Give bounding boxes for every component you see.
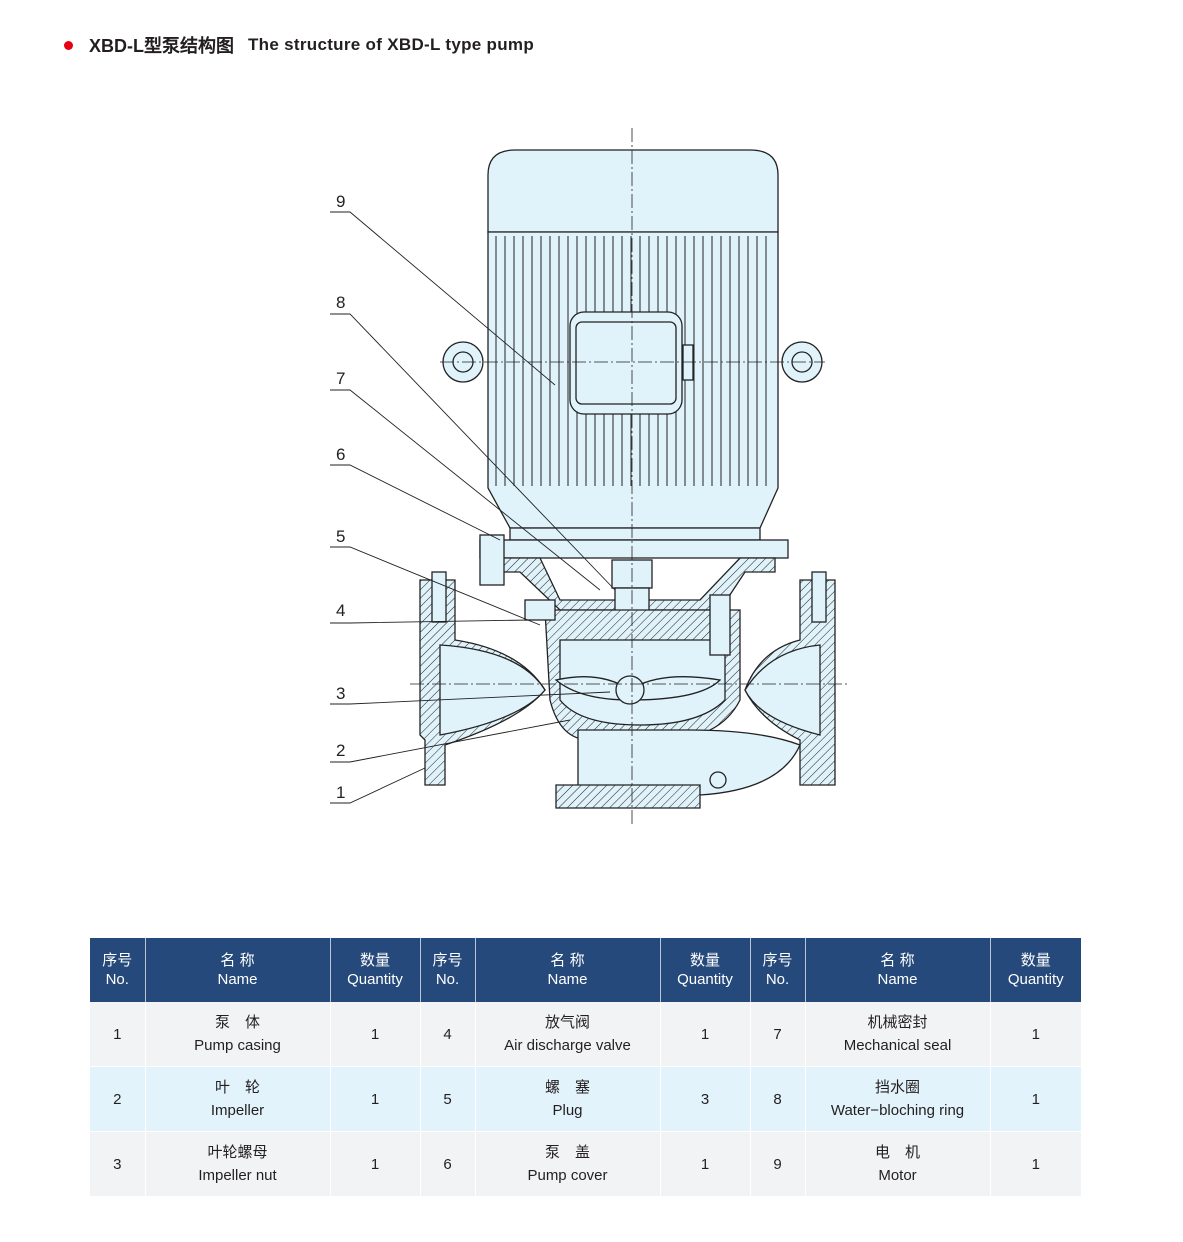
part-name-en: Pump cover <box>527 1167 608 1184</box>
part-name-cn: 叶 轮 <box>214 1079 260 1096</box>
part-no: 2 <box>90 1066 146 1132</box>
callout-lines <box>330 211 616 804</box>
part-quantity: 1 <box>330 1066 421 1132</box>
header-cell: 数量 Quantity <box>330 938 421 1002</box>
part-no: 9 <box>750 1131 806 1196</box>
header-en: Quantity <box>1007 971 1064 988</box>
header-cell: 序号 No. <box>90 938 146 1002</box>
part-name-en: Impeller nut <box>198 1167 277 1184</box>
header-cn: 序号 <box>102 952 133 969</box>
header-cn: 序号 <box>432 952 463 969</box>
part-name-cn: 挡水圈 <box>874 1079 920 1096</box>
part-no: 5 <box>420 1066 476 1132</box>
part-no: 3 <box>90 1131 146 1196</box>
part-quantity: 1 <box>330 1002 421 1067</box>
part-quantity: 1 <box>660 1131 751 1196</box>
part-quantity: 1 <box>330 1131 421 1196</box>
part-name: 挡水圈 Water−bloching ring <box>805 1066 991 1132</box>
header-cn: 数量 <box>689 952 720 969</box>
header-cn: 序号 <box>762 952 793 969</box>
header-cell: 序号 No. <box>750 938 806 1002</box>
part-quantity: 1 <box>990 1066 1081 1132</box>
callout-5: 5 <box>336 527 345 546</box>
part-name-cn: 机械密封 <box>867 1014 928 1031</box>
part-name-en: Impeller <box>210 1102 265 1119</box>
part-name: 电 机 Motor <box>805 1131 991 1196</box>
callout-9: 9 <box>336 192 345 211</box>
part-quantity: 1 <box>660 1002 751 1067</box>
part-no: 4 <box>420 1002 476 1067</box>
part-name-cn: 泵 体 <box>214 1014 260 1031</box>
header-cell: 数量 Quantity <box>990 938 1081 1002</box>
part-name-en: Plug <box>552 1102 583 1119</box>
part-name-en: Mechanical seal <box>843 1037 952 1054</box>
callout-8: 8 <box>336 293 345 312</box>
header-cn: 名 称 <box>880 952 915 969</box>
header-cn: 数量 <box>359 952 390 969</box>
pump-casing <box>419 571 836 809</box>
pump-structure-diagram: 1 2 3 4 5 6 7 8 9 <box>330 128 848 825</box>
header-cn: 数量 <box>1020 952 1051 969</box>
part-no: 6 <box>420 1131 476 1196</box>
part-name-en: Air discharge valve <box>504 1037 631 1054</box>
part-no: 8 <box>750 1066 806 1132</box>
part-name-cn: 叶轮螺母 <box>207 1144 268 1161</box>
part-name-cn: 放气阀 <box>544 1014 590 1031</box>
part-name: 放气阀 Air discharge valve <box>475 1002 661 1067</box>
part-name: 叶 轮 Impeller <box>145 1066 331 1132</box>
callout-4: 4 <box>336 601 345 620</box>
parts-table: 序号 No. 名 称 Name 数量 Quantity 序号 No. 名 称 Name 数量 Quan… <box>90 938 1081 1196</box>
header-en: Name <box>217 971 258 988</box>
part-name: 泵 体 Pump casing <box>145 1002 331 1067</box>
header-en: Name <box>877 971 918 988</box>
callout-2: 2 <box>336 741 345 760</box>
part-name: 螺 塞 Plug <box>475 1066 661 1132</box>
part-no: 1 <box>90 1002 146 1067</box>
header-en: No. <box>435 971 460 988</box>
part-name: 叶轮螺母 Impeller nut <box>145 1131 331 1196</box>
title-en: The structure of XBD-L type pump <box>248 35 535 54</box>
callout-6: 6 <box>336 445 345 464</box>
table-header: 序号 No. 名 称 Name 数量 Quantity 序号 No. 名 称 Name 数量 Quan… <box>90 938 1081 1002</box>
part-name: 泵 盖 Pump cover <box>475 1131 661 1196</box>
callout-7: 7 <box>336 369 345 388</box>
header-cn: 名 称 <box>550 952 585 969</box>
part-no: 7 <box>750 1002 806 1067</box>
part-name: 机械密封 Mechanical seal <box>805 1002 991 1067</box>
header-cell: 名 称 Name <box>475 938 661 1002</box>
callout-3: 3 <box>336 684 345 703</box>
header-cell: 序号 No. <box>420 938 476 1002</box>
part-name-en: Motor <box>878 1167 917 1184</box>
part-name-cn: 螺 塞 <box>544 1079 590 1096</box>
part-name-cn: 泵 盖 <box>544 1144 590 1161</box>
header-cell: 数量 Quantity <box>660 938 751 1002</box>
part-quantity: 3 <box>660 1066 751 1132</box>
header-en: Quantity <box>347 971 403 988</box>
header-cn: 名 称 <box>220 952 255 969</box>
title-cn: XBD-L型泵结构图 <box>89 36 234 56</box>
motor <box>442 149 823 559</box>
page-title: XBD-L型泵结构图 The structure of XBD-L type p… <box>64 32 534 58</box>
bullet-icon <box>64 40 73 50</box>
header-en: Name <box>547 971 588 988</box>
header-cell: 名 称 Name <box>145 938 331 1002</box>
header-cell: 名 称 Name <box>805 938 991 1002</box>
part-name-cn: 电 机 <box>874 1144 920 1161</box>
header-en: Quantity <box>677 971 733 988</box>
header-en: No. <box>105 971 129 988</box>
header-en: No. <box>765 971 790 988</box>
part-name-en: Water−bloching ring <box>830 1102 965 1119</box>
part-quantity: 1 <box>990 1131 1081 1196</box>
part-quantity: 1 <box>990 1002 1081 1067</box>
part-name-en: Pump casing <box>194 1037 281 1054</box>
callout-1: 1 <box>336 783 345 802</box>
